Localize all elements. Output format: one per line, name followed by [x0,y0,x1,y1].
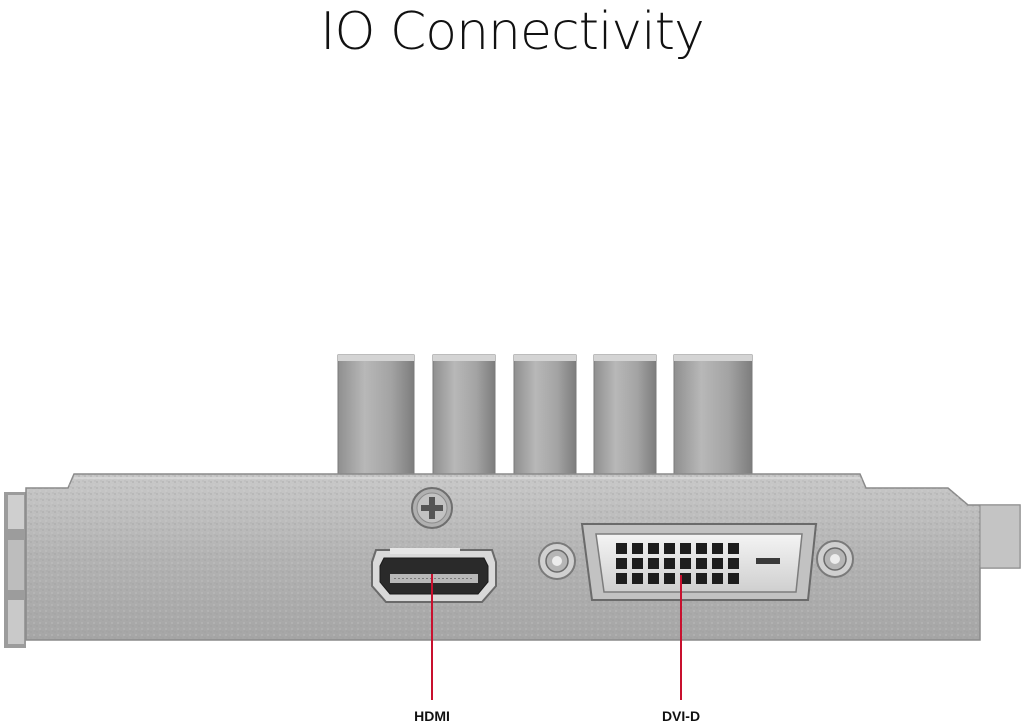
io-bracket-plate [25,473,1021,641]
dvi-pin [616,573,627,584]
dvi-pin [728,543,739,554]
bracket-screw-icon [411,487,453,529]
dvi-pin [680,543,691,554]
dvi-pin [728,558,739,569]
heatsink-fin [337,354,415,478]
dvi-pin [680,573,691,584]
dvi-pin [616,543,627,554]
bracket-left-tab [4,492,26,648]
hdmi-label: HDMI [414,708,450,724]
dvi-pin [664,543,675,554]
dvi-pin [712,543,723,554]
dvi-pin-grid [616,543,739,584]
dvi-pin [712,573,723,584]
dvi-pin [648,543,659,554]
dvi-pin [616,558,627,569]
dvi-pin [696,558,707,569]
page-title: IO Connectivity [320,2,705,62]
dvi-pin [648,558,659,569]
dvi-pin [712,558,723,569]
dvi-pin [632,543,643,554]
dvi-left-standoff-icon [538,542,576,580]
callout-lines [431,574,682,700]
heatsink-fins [337,354,753,478]
dvi-pin [632,558,643,569]
dvi-d-port-icon [580,523,818,601]
heatsink-fin [432,354,496,478]
heatsink-fin [593,354,657,478]
dvi-pin [696,543,707,554]
dvi-d-label: DVI-D [661,708,701,724]
hdmi-port-icon [371,548,497,603]
heatsink-fin [513,354,577,478]
dvi-pin [696,573,707,584]
dvi-pin [632,573,643,584]
dvi-pin [664,558,675,569]
dvi-pin [680,558,691,569]
heatsink-fin [673,354,753,478]
dvi-pin [728,573,739,584]
dvi-pin [664,573,675,584]
dvi-pin [648,573,659,584]
dvi-right-standoff-icon [816,540,854,578]
